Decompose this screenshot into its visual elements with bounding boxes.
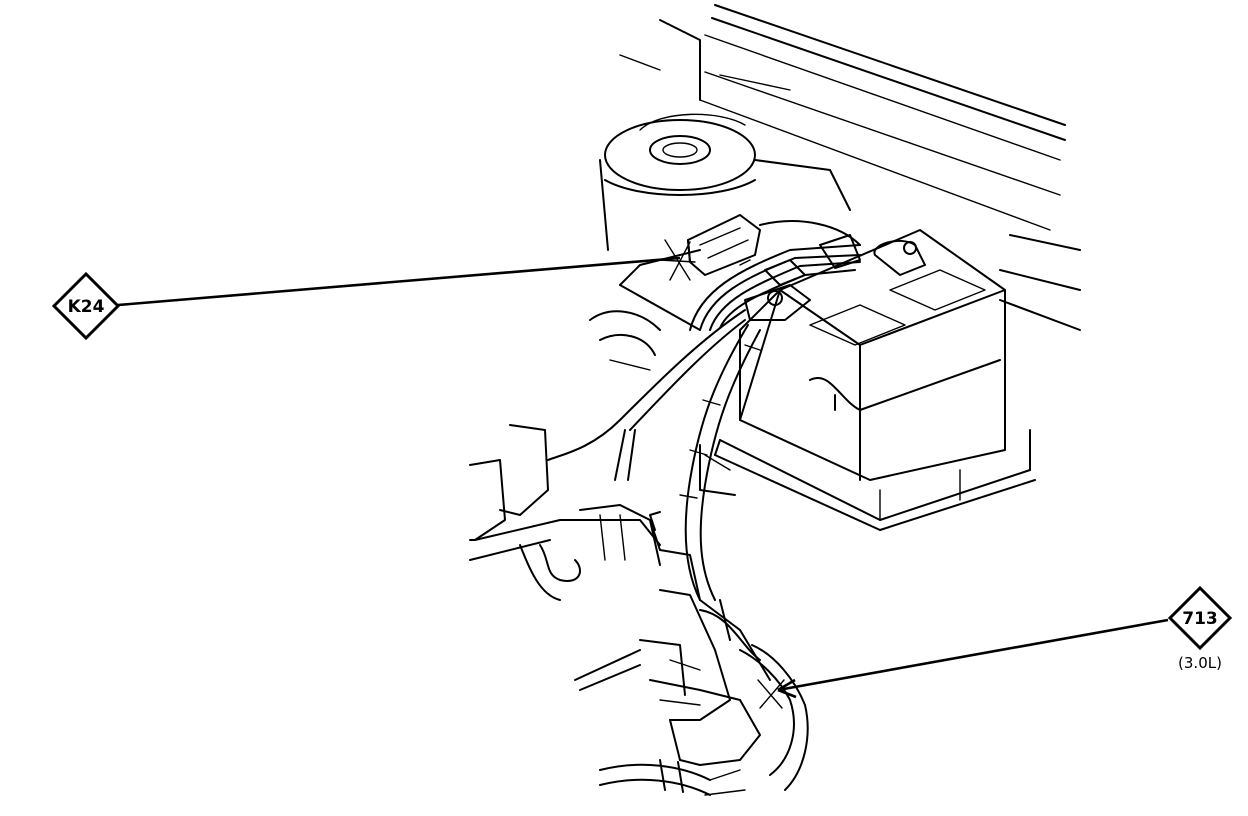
k24-connector <box>687 214 761 276</box>
strut-tower <box>599 113 851 251</box>
transaxle-bracket <box>574 511 771 766</box>
callout-713-diamond <box>1167 585 1233 651</box>
callout-713: 713 (3.0L) <box>1167 585 1233 672</box>
wiring-harness <box>689 220 861 331</box>
ground-cables <box>547 309 761 601</box>
hood-edge <box>619 4 1066 231</box>
k24-leader <box>117 239 696 307</box>
ground-stud-713 <box>599 644 809 796</box>
callout-k24: K24 <box>51 271 121 341</box>
battery-tray <box>699 429 1036 531</box>
fender-apron <box>589 234 1081 371</box>
callout-k24-code: K24 <box>68 297 105 317</box>
battery <box>739 229 1006 481</box>
callout-713-code: 713 <box>1182 609 1218 629</box>
engine-block <box>469 424 661 601</box>
713-leader <box>757 618 1169 709</box>
battery-terminals <box>744 239 926 321</box>
callout-713-note: (3.0L) <box>1178 654 1222 672</box>
callout-k24-diamond <box>51 271 121 341</box>
